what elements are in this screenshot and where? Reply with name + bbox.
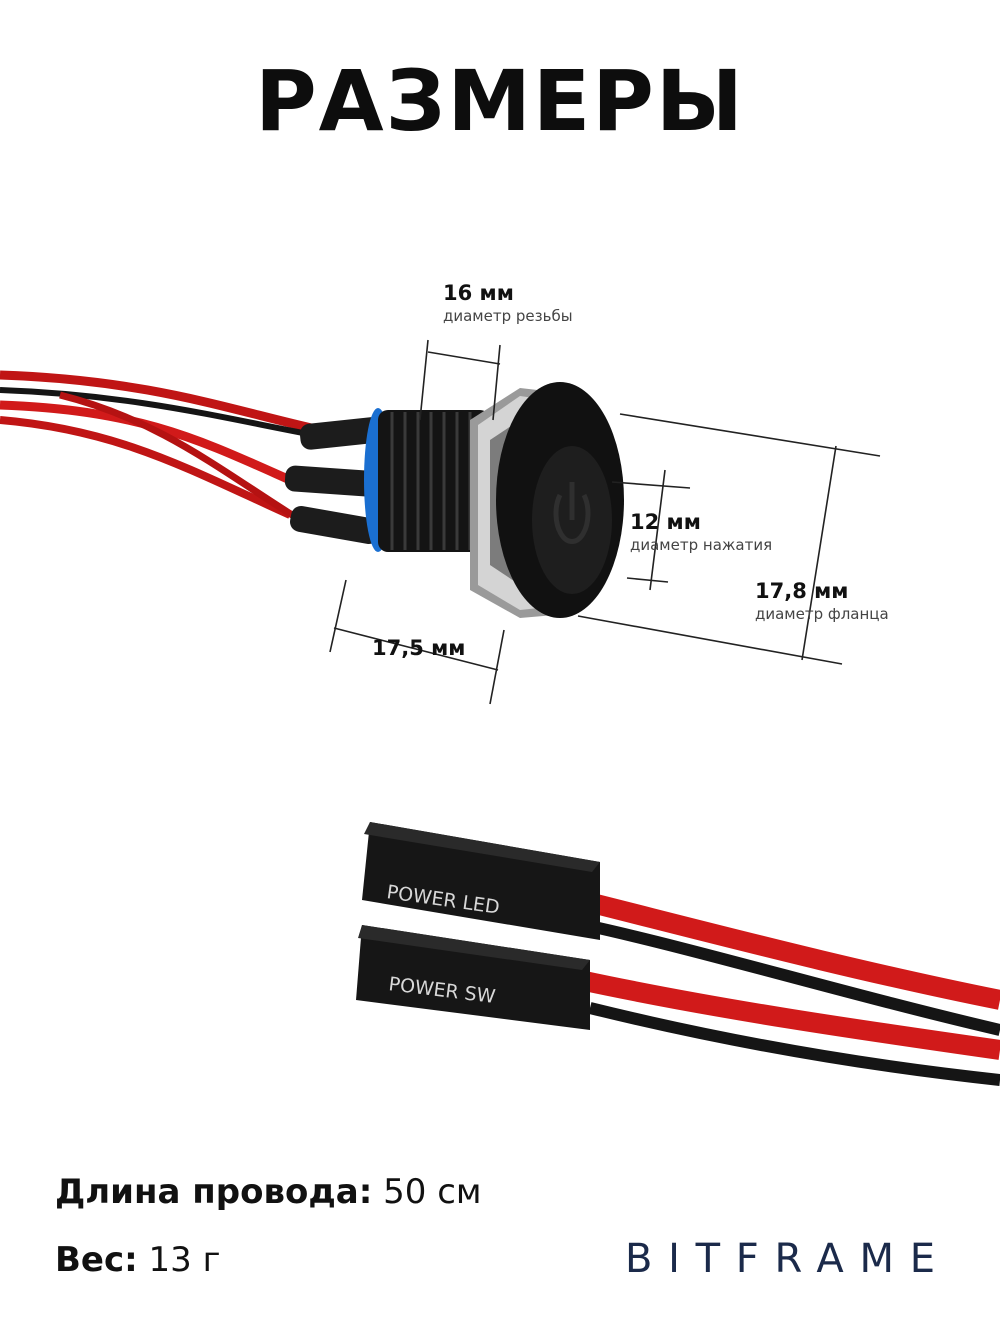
wire-length-value: 50 см (383, 1172, 482, 1212)
dim-thread-desc: диаметр резьбы (443, 307, 573, 326)
weight-label: Вес: (55, 1240, 138, 1280)
dim-flange-desc: диаметр фланца (755, 605, 889, 624)
dim-press-value: 12 мм (630, 510, 701, 534)
dim-thread-value: 16 мм (443, 281, 514, 305)
wire-length-spec: Длина провода: 50 см (55, 1172, 482, 1212)
weight-spec: Вес: 13 г (55, 1240, 220, 1280)
switch-wires (0, 370, 331, 523)
wire-length-label: Длина провода: (55, 1172, 373, 1212)
page-title: РАЗМЕРЫ (255, 52, 745, 150)
dim-press-desc: диаметр нажатия (630, 536, 773, 555)
dim-length: 17,5 мм (372, 636, 466, 660)
dim-flange-value: 17,8 мм (755, 579, 849, 603)
dim-press: 12 мм диаметр нажатия (630, 510, 773, 555)
power-symbol-icon (553, 482, 591, 544)
connector-wires (577, 890, 1000, 1086)
dim-thread: 16 мм диаметр резьбы (443, 281, 573, 326)
connector-power-sw (356, 925, 590, 1030)
brand-logo: BITFRAME (625, 1236, 941, 1282)
connector-power-led (362, 822, 600, 940)
svg-text:BITFRAME: BITFRAME (625, 1236, 941, 1282)
dim-flange: 17,8 мм диаметр фланца (755, 579, 889, 624)
weight-value: 13 г (148, 1240, 221, 1280)
dimension-lines (329, 339, 881, 705)
dim-length-value: 17,5 мм (372, 636, 466, 660)
